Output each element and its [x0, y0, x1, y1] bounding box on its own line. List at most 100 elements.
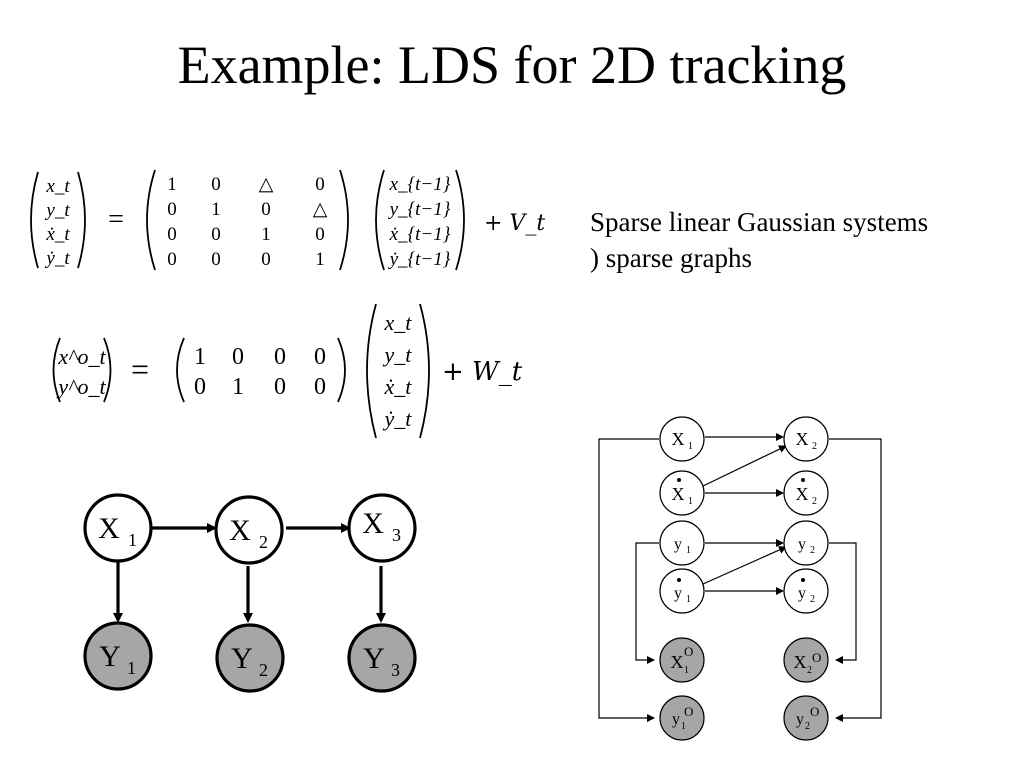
svg-text:O: O	[812, 650, 821, 665]
edge-x1-yo1	[598, 438, 659, 722]
obs-lhs-entry: y^o_t	[56, 374, 106, 399]
equals-sign: =	[131, 351, 149, 387]
svg-text:y: y	[674, 585, 682, 602]
svg-text:X: X	[672, 484, 685, 504]
matrix-cell: 0	[194, 374, 206, 400]
matrix-cell: 0	[167, 224, 177, 245]
node-y-obs-2: y 2 O	[783, 695, 829, 741]
node-y-dot-1: y 1	[659, 568, 705, 614]
paren-left	[52, 337, 61, 403]
svg-text:X: X	[794, 652, 807, 672]
svg-text:y: y	[796, 711, 804, 728]
obs-lhs-entry: x^o_t	[57, 344, 106, 369]
node-y-obs-1: y 1 O	[659, 695, 705, 741]
matrix-cell: 1	[315, 249, 325, 270]
observation-equation: x^o_t y^o_t = 1 0 0 0 0 1 0 0 x_t y_t ẋ_…	[52, 303, 523, 439]
svg-text:Y: Y	[99, 640, 121, 673]
node-y2: Y 2	[215, 623, 285, 693]
state-entry: ẋ_t	[384, 374, 413, 399]
matrix-cell: 0	[211, 174, 221, 195]
node-x-obs-2: X 2 O	[783, 637, 829, 683]
matrix-cell: 0	[314, 344, 326, 370]
paren-left	[176, 337, 185, 403]
slide-title: Example: LDS for 2D tracking	[177, 35, 847, 95]
svg-text:X: X	[796, 429, 809, 449]
matrix-cell: 0	[211, 249, 221, 270]
svg-text:2: 2	[812, 441, 817, 452]
svg-text:Y: Y	[363, 642, 385, 675]
state-transition-equation: x_t y_t ẋ_t ẏ_t = 1 0 △ 0 0 1 0 △ 0 0 1 …	[30, 169, 545, 271]
sparse-text-line-1: Sparse linear Gaussian systems	[590, 207, 929, 237]
matrix-cell: △	[259, 174, 274, 195]
svg-text:2: 2	[807, 665, 812, 676]
node-x2: X 2	[783, 416, 829, 462]
matrix-cell: 0	[274, 344, 286, 370]
paren-left	[146, 169, 156, 271]
matrix-cell: 1	[167, 174, 177, 195]
svg-text:1: 1	[684, 665, 689, 676]
svg-text:y: y	[672, 711, 680, 728]
paren-right	[455, 169, 465, 271]
paren-right	[337, 337, 346, 403]
matrix-cell: 1	[232, 374, 244, 400]
node-y-dot-2: y 2	[783, 568, 829, 614]
node-x-dot-1: X 1	[659, 470, 705, 516]
node-x2: X 2	[214, 495, 284, 565]
matrix-cell: 1	[261, 224, 271, 245]
svg-text:X: X	[796, 484, 809, 504]
svg-text:1: 1	[681, 721, 686, 732]
svg-text:X: X	[98, 512, 120, 545]
svg-text:1: 1	[688, 441, 693, 452]
svg-text:1: 1	[128, 530, 137, 550]
matrix-cell: 0	[315, 224, 325, 245]
node-y1: Y 1	[83, 621, 153, 691]
node-x1: X 1	[659, 416, 705, 462]
svg-text:X: X	[672, 429, 685, 449]
svg-text:X: X	[671, 652, 684, 672]
lhs-entry: ẏ_t	[44, 248, 70, 269]
matrix-cell: 1	[194, 344, 206, 370]
prev-state-entry: y_{t−1}	[388, 199, 451, 220]
matrix-cell: 0	[261, 249, 271, 270]
paren-right	[339, 169, 349, 271]
svg-text:X: X	[362, 507, 384, 540]
svg-text:2: 2	[812, 496, 817, 507]
paren-right	[103, 337, 112, 403]
paren-left	[375, 169, 385, 271]
state-entry: y_t	[383, 342, 413, 367]
edge-x2-yo2	[829, 438, 882, 722]
svg-text:2: 2	[259, 532, 268, 552]
lhs-entry: ẋ_t	[45, 224, 70, 245]
svg-text:1: 1	[127, 658, 136, 678]
svg-text:3: 3	[392, 525, 401, 545]
svg-text:2: 2	[259, 660, 268, 680]
matrix-cell: △	[313, 199, 328, 220]
lhs-entry: y_t	[44, 200, 70, 221]
state-entry: ẏ_t	[383, 406, 413, 431]
prev-state-entry: ẋ_{t−1}	[389, 224, 451, 245]
paren-left	[366, 303, 377, 439]
matrix-cell: 0	[167, 249, 177, 270]
svg-text:2: 2	[810, 545, 815, 556]
matrix-cell: 0	[274, 374, 286, 400]
state-entry: x_t	[384, 310, 413, 335]
svg-text:2: 2	[810, 594, 815, 605]
matrix-cell: 0	[261, 199, 271, 220]
edge-xd1-x2	[702, 445, 787, 487]
matrix-cell: 0	[167, 199, 177, 220]
node-x-obs-1: X 1 O	[659, 637, 705, 683]
edge-yd1-y2	[702, 546, 787, 585]
node-x3: X 3	[347, 493, 417, 563]
prev-state-entry: x_{t−1}	[389, 174, 451, 195]
edge-y1-xo1	[635, 542, 659, 664]
edge-y2-xo2	[829, 542, 857, 664]
svg-text:2: 2	[805, 721, 810, 732]
paren-right	[419, 303, 430, 439]
svg-text:O: O	[684, 644, 693, 659]
matrix-cell: 0	[315, 174, 325, 195]
matrix-cell: 0	[314, 374, 326, 400]
svg-text:1: 1	[686, 545, 691, 556]
node-y3: Y 3	[347, 623, 417, 693]
